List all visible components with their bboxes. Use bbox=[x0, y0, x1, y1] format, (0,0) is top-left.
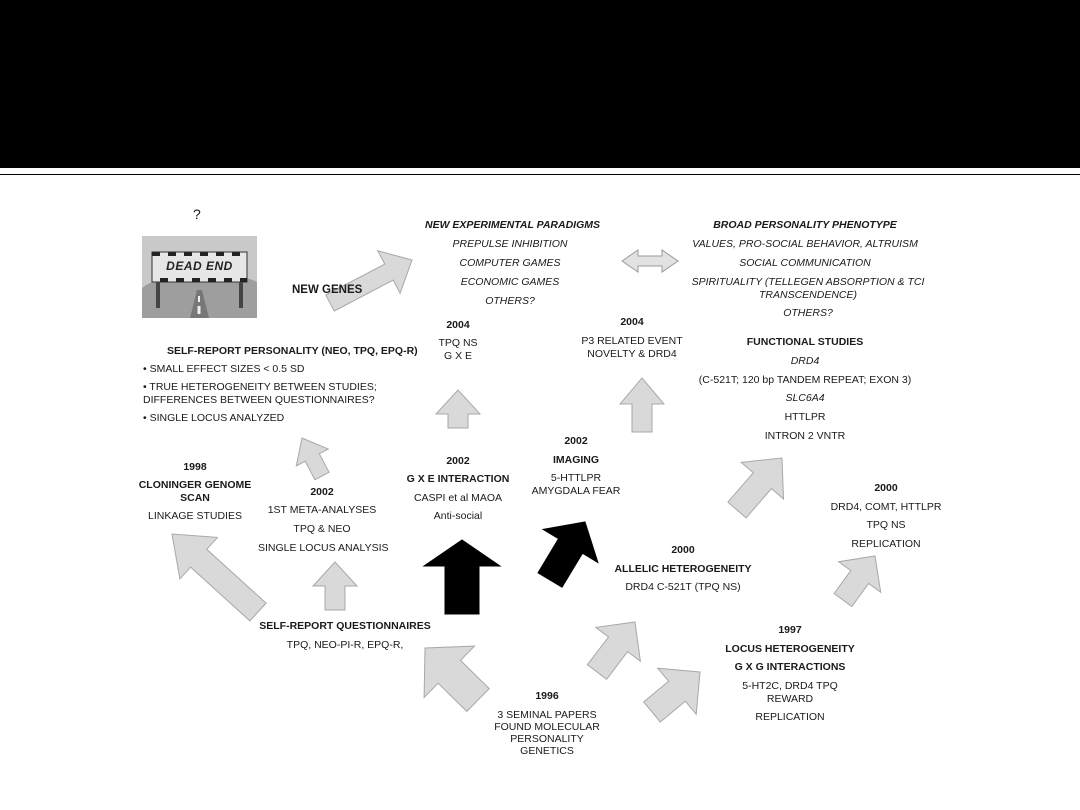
broad-phenotype-item: SPIRITUALITY (TELLEGEN ABSORPTION & TCI bbox=[691, 276, 925, 288]
gray-block-arrow bbox=[311, 561, 359, 611]
question-mark: ? bbox=[193, 206, 201, 222]
gray-block-arrow bbox=[171, 533, 267, 622]
node-2000-replication-line: REPLICATION bbox=[851, 538, 921, 550]
title-band bbox=[0, 0, 1080, 168]
node-2002-gxe-title: G X E INTERACTION bbox=[406, 473, 510, 485]
node-2002-meta-year: 2002 bbox=[310, 486, 334, 498]
gray-block-arrow bbox=[434, 389, 482, 429]
gray-block-arrow bbox=[325, 250, 413, 312]
node-1997-title: LOCUS HETEROGENEITY bbox=[725, 643, 855, 655]
node-2000-allelic-title: ALLELIC HETEROGENEITY bbox=[614, 563, 752, 575]
gray-block-arrow bbox=[727, 457, 785, 519]
node-1998-desc: LINKAGE STUDIES bbox=[148, 510, 242, 522]
title-rule bbox=[0, 174, 1080, 175]
black-block-arrow bbox=[422, 539, 502, 615]
node-2004-p3-year: 2004 bbox=[620, 316, 644, 328]
new-paradigms-item: OTHERS? bbox=[485, 295, 535, 307]
gray-block-arrow bbox=[833, 555, 882, 608]
new-paradigms-item: ECONOMIC GAMES bbox=[460, 276, 560, 288]
node-1996-line: GENETICS bbox=[520, 745, 574, 757]
node-2000-allelic-year: 2000 bbox=[671, 544, 695, 556]
dead-end-sign: DEAD END bbox=[142, 236, 257, 318]
node-2002-gxe-year: 2002 bbox=[446, 455, 470, 467]
dead-end-label: DEAD END bbox=[166, 259, 233, 273]
node-1998-title: CLONINGER GENOME bbox=[138, 479, 252, 491]
self-report-questionnaires-title: SELF-REPORT QUESTIONNAIRES bbox=[259, 620, 431, 632]
functional-studies-gene: SLC6A4 bbox=[785, 392, 825, 404]
node-2004-p3-line: P3 RELATED EVENT bbox=[581, 335, 683, 347]
node-2000-replication-line: DRD4, COMT, HTTLPR bbox=[830, 501, 942, 513]
node-2000-allelic-line: DRD4 C-521T (TPQ NS) bbox=[625, 581, 741, 593]
node-2002-imaging-line: AMYGDALA FEAR bbox=[531, 485, 621, 497]
gray-block-arrow bbox=[618, 377, 666, 433]
broad-phenotype-item: OTHERS? bbox=[783, 307, 833, 319]
node-1997-line: 5-HT2C, DRD4 TPQ bbox=[742, 680, 838, 692]
functional-studies-line: HTTLPR bbox=[784, 411, 826, 423]
node-2002-meta-line: SINGLE LOCUS ANALYSIS bbox=[258, 542, 389, 554]
node-2002-imaging-line: 5-HTTLPR bbox=[550, 472, 602, 484]
functional-studies-line: INTRON 2 VNTR bbox=[764, 430, 846, 442]
self-report-bullet: DIFFERENCES BETWEEN QUESTIONNAIRES? bbox=[143, 394, 375, 406]
broad-phenotype-item: TRANSCENDENCE) bbox=[758, 289, 857, 301]
self-report-bullet: • SINGLE LOCUS ANALYZED bbox=[143, 412, 285, 424]
gray-block-arrow bbox=[642, 667, 701, 723]
broad-phenotype-item: SOCIAL COMMUNICATION bbox=[739, 257, 871, 269]
self-report-bullet: • SMALL EFFECT SIZES < 0.5 SD bbox=[143, 363, 305, 375]
double-arrow bbox=[621, 249, 679, 273]
new-paradigms-item: PREPULSE INHIBITION bbox=[452, 238, 568, 250]
node-2002-imaging-year: 2002 bbox=[564, 435, 588, 447]
node-2004-p3-line: NOVELTY & DRD4 bbox=[587, 348, 677, 360]
node-2000-replication-line: TPQ NS bbox=[866, 519, 906, 531]
node-1997-year: 1997 bbox=[778, 624, 802, 636]
functional-studies-line: (C-521T; 120 bp TANDEM REPEAT; EXON 3) bbox=[698, 374, 912, 386]
broad-phenotype-title: BROAD PERSONALITY PHENOTYPE bbox=[713, 219, 897, 231]
node-2002-meta-line: TPQ & NEO bbox=[293, 523, 351, 535]
gray-block-arrow bbox=[586, 621, 642, 681]
node-1998-year: 1998 bbox=[183, 461, 207, 473]
node-2000-replication-year: 2000 bbox=[874, 482, 898, 494]
functional-studies-title: FUNCTIONAL STUDIES bbox=[746, 336, 864, 348]
node-1997-line: REWARD bbox=[766, 693, 814, 705]
broad-phenotype-item: VALUES, PRO-SOCIAL BEHAVIOR, ALTRUISM bbox=[692, 238, 918, 250]
gray-block-arrow bbox=[295, 437, 330, 481]
node-2002-gxe-line: Anti-social bbox=[433, 510, 483, 522]
gray-block-arrow bbox=[423, 645, 490, 713]
node-2002-gxe-line: CASPI et al MAOA bbox=[413, 492, 503, 504]
node-1997-title: G X G INTERACTIONS bbox=[734, 661, 846, 673]
node-1996-line: 3 SEMINAL PAPERS bbox=[497, 709, 597, 721]
node-1996-line: PERSONALITY bbox=[510, 733, 584, 745]
node-1997-line: REPLICATION bbox=[755, 711, 825, 723]
node-2004-gxe-line: G X E bbox=[443, 350, 472, 362]
node-2004-gxe-year: 2004 bbox=[446, 319, 470, 331]
new-paradigms-item: COMPUTER GAMES bbox=[459, 257, 561, 269]
node-1998-title: SCAN bbox=[180, 492, 210, 504]
node-2002-imaging-title: IMAGING bbox=[552, 454, 600, 466]
self-report-questionnaires-line: TPQ, NEO-PI-R, EPQ-R, bbox=[286, 639, 404, 651]
node-2002-meta-line: 1ST META-ANALYSES bbox=[267, 504, 377, 516]
new-paradigms-title: NEW EXPERIMENTAL PARADIGMS bbox=[425, 219, 601, 231]
node-2004-gxe-line: TPQ NS bbox=[438, 337, 478, 349]
node-1996-line: FOUND MOLECULAR bbox=[494, 721, 600, 733]
functional-studies-gene: DRD4 bbox=[790, 355, 820, 367]
self-report-personality-title: SELF-REPORT PERSONALITY (NEO, TPQ, EPQ-R… bbox=[167, 345, 418, 357]
self-report-bullet: • TRUE HETEROGENEITY BETWEEN STUDIES; bbox=[143, 381, 377, 393]
node-1996-year: 1996 bbox=[535, 690, 559, 702]
black-block-arrow bbox=[537, 521, 599, 588]
new-genes-label: NEW GENES bbox=[292, 284, 363, 296]
